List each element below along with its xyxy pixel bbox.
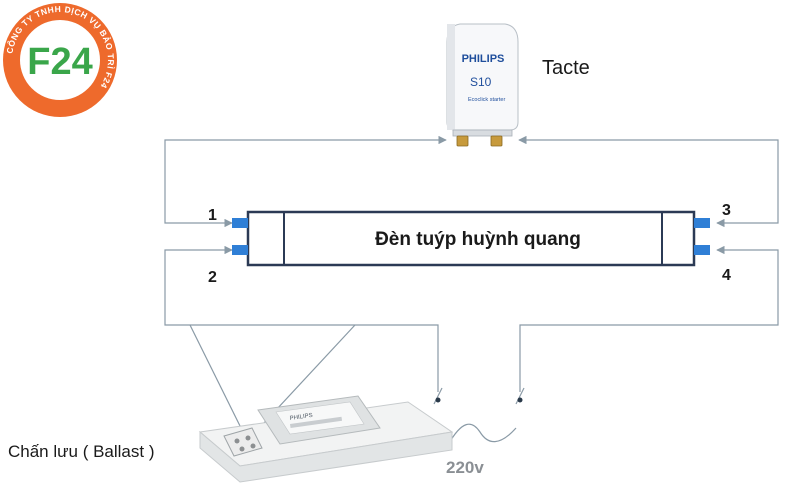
tube-label: Đèn tuýp huỳnh quang [375, 229, 581, 250]
tube-pin-4 [694, 245, 710, 255]
ac-symbol [447, 423, 517, 446]
starter-brand: PHILIPS [462, 53, 505, 65]
company-logo: CÔNG TY TNHH DỊCH VỤ BẢO TRÌ F24 F24 [3, 3, 117, 117]
fluorescent-tube: Đèn tuýp huỳnh quang [232, 210, 710, 267]
supply-voltage-label: 220v [446, 458, 484, 477]
wire-pin4-supply [519, 245, 779, 392]
logo-mark: F24 [27, 41, 92, 83]
starter-label: Tacte [542, 57, 590, 79]
starter-subtitle: Ecoclick starter [468, 97, 505, 103]
switch-right [515, 387, 525, 405]
pin-number-1: 1 [208, 207, 217, 224]
pin-number-3: 3 [722, 202, 731, 219]
pin-number-2: 2 [208, 269, 217, 286]
tube-pin-3 [694, 218, 710, 228]
starter-device: PHILIPS S10 Ecoclick starter [446, 23, 519, 147]
ballast-brand: PHILIPS [289, 413, 313, 422]
wire-starter-pin3 [518, 135, 779, 228]
tube-pin-2 [232, 245, 248, 255]
starter-pin-right [490, 135, 503, 147]
ballast-lead-1 [189, 324, 244, 433]
ballast-label: Chấn lưu ( Ballast ) [8, 442, 155, 461]
tube-body [246, 210, 696, 267]
wiring [164, 135, 779, 446]
switch-left [433, 387, 443, 405]
tube-pin-1 [232, 218, 248, 228]
ballast-terminal [223, 427, 263, 457]
pin-number-4: 4 [722, 267, 731, 284]
wire-pin2-supply [164, 245, 439, 392]
starter-pin-left [456, 135, 469, 147]
starter-model: S10 [470, 75, 492, 89]
ballast-device: PHILIPS [198, 395, 454, 483]
wire-starter-pin1 [164, 135, 447, 228]
